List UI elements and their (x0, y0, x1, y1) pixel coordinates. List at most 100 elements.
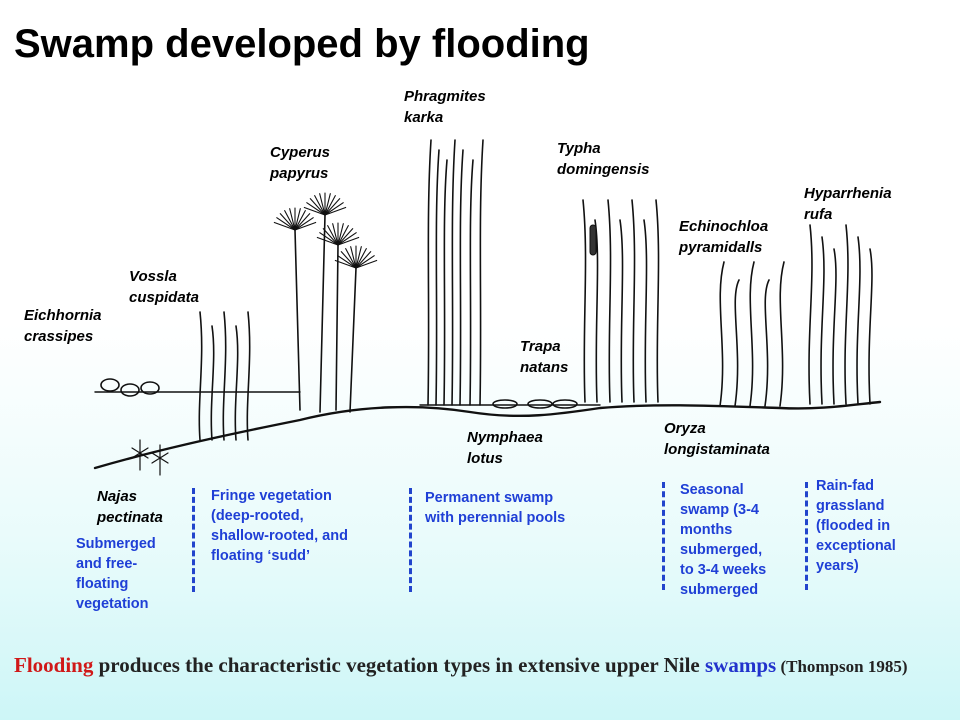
caption-citation: (Thompson 1985) (776, 657, 908, 676)
vossia-stem (234, 325, 239, 441)
papyrus-umbel-ray (314, 195, 326, 216)
najas-sprig (131, 439, 149, 471)
caption: Flooding produces the characteristic veg… (14, 650, 944, 682)
papyrus-umbel-ray (303, 206, 326, 216)
papyrus-umbel-ray (289, 208, 296, 231)
papyrus-umbel-ray (294, 217, 314, 231)
papyrus-stem (335, 244, 339, 411)
papyrus-umbel-ray (350, 246, 357, 269)
papyrus-stem (319, 214, 326, 413)
papyrus-umbel-ray (306, 202, 326, 216)
zone-divider-1 (192, 488, 195, 592)
papyrus-stem (294, 229, 301, 411)
typha-leaf (655, 199, 660, 403)
vossia-stem (198, 311, 203, 441)
papyrus-umbel-ray (324, 195, 336, 216)
papyrus-stem (349, 267, 357, 413)
hyparrhenia-stem (844, 224, 849, 405)
papyrus-umbel-ray (355, 251, 372, 269)
echinochloa-stem (764, 279, 770, 407)
papyrus-umbel-ray (337, 232, 357, 246)
papyrus-umbel-ray (316, 236, 339, 246)
phragmites-reed (459, 149, 464, 406)
papyrus-umbel-ray (355, 246, 362, 269)
nymphaea-pad (492, 399, 518, 409)
papyrus-umbel-ray (355, 248, 367, 269)
echinochloa-stem (749, 261, 755, 407)
echinochloa-stem (779, 261, 785, 407)
papyrus-umbel-ray (273, 221, 296, 231)
papyrus-umbel-ray (355, 255, 375, 269)
zone-submerged: Submerged and free- floating vegetation (76, 536, 156, 612)
typha-leaf (594, 219, 599, 403)
papyrus-umbel-ray (309, 198, 326, 216)
papyrus-umbel-ray (324, 198, 341, 216)
echinochloa-stem (734, 279, 740, 407)
typha-leaf (582, 199, 587, 403)
papyrus-umbel-ray (324, 193, 331, 216)
ground-line (93, 400, 882, 470)
page-title: Swamp developed by flooding (14, 22, 590, 66)
label-cyperus-papyrus: Cyperus papyrus (270, 144, 331, 182)
papyrus-umbel-ray (294, 221, 317, 231)
typha-leaf (619, 219, 624, 403)
typha-leaf (643, 219, 648, 403)
hyparrhenia-stem (820, 236, 825, 405)
papyrus-umbel-ray (324, 202, 344, 216)
caption-highlight-flooding: Flooding (14, 653, 94, 677)
typha-leaf (631, 199, 636, 403)
vossia-stem (246, 311, 251, 441)
phragmites-reed (469, 159, 474, 406)
phragmites-reed (451, 139, 456, 406)
papyrus-umbel-ray (294, 210, 306, 231)
label-phragmites-karka: Phragmites karka (404, 88, 486, 126)
phragmites-reed (435, 149, 440, 406)
papyrus-umbel-ray (355, 259, 378, 269)
papyrus-umbel-ray (284, 210, 296, 231)
papyrus-umbel-ray (337, 225, 349, 246)
papyrus-umbel-ray (276, 217, 296, 231)
papyrus-umbel-ray (337, 228, 354, 246)
papyrus-umbel-ray (319, 232, 339, 246)
typha-spike (589, 224, 597, 256)
zone-divider-3 (662, 482, 665, 590)
echinochloa-stem (719, 261, 725, 407)
papyrus-umbel-ray (337, 236, 360, 246)
papyrus-umbel-ray (345, 248, 357, 269)
papyrus-umbel-ray (334, 259, 357, 269)
zone-divider-4 (805, 482, 808, 590)
label-trapa-natans: Trapa natans (520, 338, 569, 376)
papyrus-umbel-ray (322, 228, 339, 246)
eichhornia-rosette (140, 381, 160, 395)
zone-rainfed: Rain-fad grassland (flooded in exception… (816, 478, 896, 574)
eichhornia-rosette (100, 378, 120, 392)
hyparrhenia-stem (808, 224, 813, 405)
zone-fringe: Fringe vegetation (deep-rooted, shallow-… (211, 488, 348, 564)
vossia-stem (210, 325, 215, 441)
zone-permanent: Permanent swamp with perennial pools (425, 490, 566, 526)
eichhornia-rosette (120, 383, 140, 397)
label-nymphaea-lotus: Nymphaea lotus (467, 429, 543, 467)
papyrus-umbel-ray (337, 223, 344, 246)
phragmites-reed (479, 139, 484, 406)
papyrus-umbel-ray (294, 208, 301, 231)
vossia-stem (222, 311, 227, 441)
phragmites-reed (443, 159, 448, 406)
papyrus-umbel-ray (327, 225, 339, 246)
caption-text: produces the characteristic vegetation t… (93, 653, 705, 677)
papyrus-umbel-ray (294, 213, 311, 231)
label-oryza-longistaminata: Oryza longistaminata (664, 420, 770, 458)
papyrus-umbel-ray (337, 255, 357, 269)
papyrus-umbel-ray (324, 206, 347, 216)
zone-seasonal: Seasonal swamp (3-4 months submerged, to… (680, 482, 767, 598)
label-typha-domingensis: Typha domingensis (557, 140, 650, 178)
nymphaea-pad (552, 399, 578, 409)
label-echinochloa-pyramidalis: Echinochloa pyramidalls (679, 218, 769, 256)
typha-leaf (607, 199, 612, 403)
nymphaea-pad (527, 399, 553, 409)
label-vossia-cuspidata: Vossla cuspidata (129, 268, 200, 306)
zone-divider-2 (409, 488, 412, 592)
hyparrhenia-stem (868, 248, 873, 405)
